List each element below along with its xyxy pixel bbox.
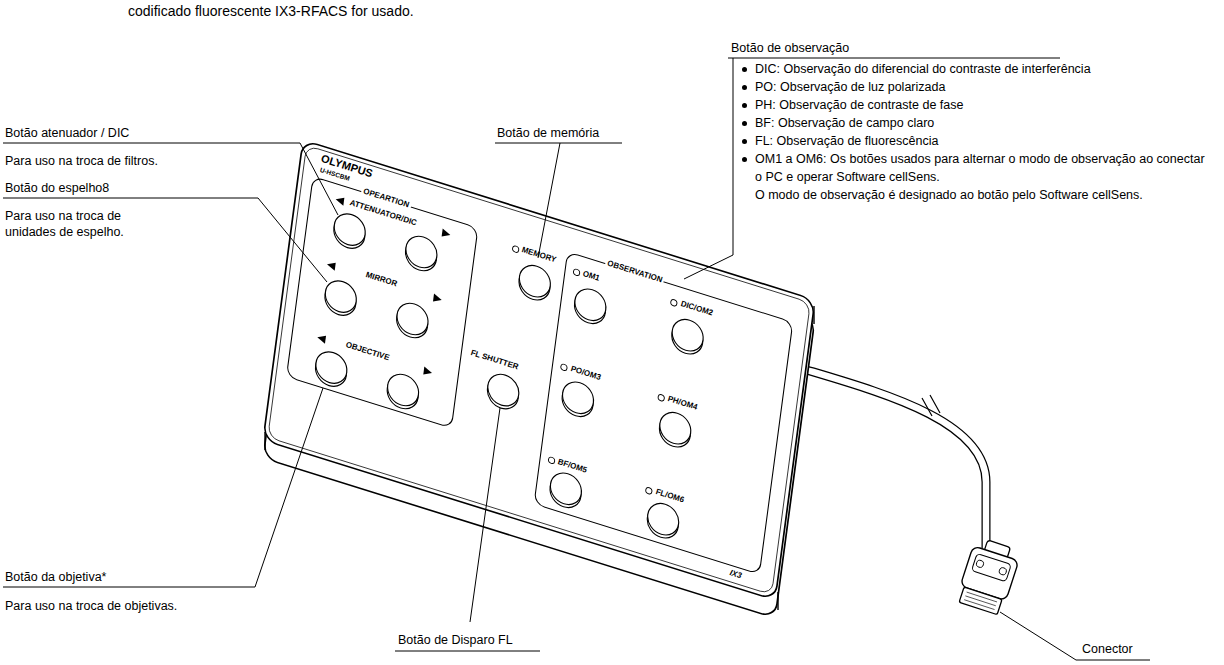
list-text: BF: Observação de campo claro [755, 116, 934, 130]
arrow-symbols [317, 195, 451, 377]
list-text: PO: Observação de luz polarizada [755, 80, 945, 94]
push-button [670, 315, 705, 355]
bullet [742, 103, 747, 108]
list-item: OM1 a OM6: Os botões usados para alterna… [738, 150, 1208, 186]
push-button [486, 370, 521, 410]
observation-list: DIC: Observação do diferencial do contra… [738, 60, 1208, 204]
cable-break [922, 395, 940, 416]
led-indicator [573, 268, 580, 276]
callout-text: codificado fluorescente IX3-RFACS for us… [128, 2, 528, 20]
led-indicator [658, 394, 665, 402]
device-label: FL/OM6 [654, 488, 684, 504]
push-button [549, 469, 584, 509]
push-button [404, 232, 439, 272]
callout-text: Botão de observação [731, 40, 1031, 56]
device-label: FL SHUTTER [470, 349, 520, 371]
push-button [518, 261, 553, 301]
bullet [742, 139, 747, 144]
device-label: PO/OM3 [569, 365, 601, 382]
device-label: BF/OM5 [557, 458, 588, 475]
connector [955, 536, 1022, 616]
observation-panel [534, 252, 793, 574]
list-text: O modo de observação é designado ao botã… [755, 188, 1143, 202]
list-text: DIC: Observação do diferencial do contra… [755, 62, 1091, 76]
operation-panel [286, 176, 477, 428]
list-item: DIC: Observação do diferencial do contra… [738, 60, 1208, 78]
list-item: FL: Observação de fluorescência [738, 132, 1208, 150]
cable [800, 368, 986, 548]
buttons [308, 191, 708, 542]
device-label: MEMORY [521, 246, 557, 264]
callout-text: Para uso na troca de unidades de espelho… [5, 208, 155, 241]
push-button [323, 277, 358, 317]
led-indicator [560, 363, 567, 371]
bullet [742, 121, 747, 126]
callout-text: Botão de Disparo FL [398, 632, 568, 648]
push-button [332, 210, 367, 250]
push-button [646, 499, 681, 539]
device-label: OM1 [582, 270, 601, 283]
bullet [742, 67, 747, 72]
list-item: PO: Observação de luz polarizada [738, 78, 1208, 96]
device-label: PH/OM4 [667, 395, 699, 412]
callout-text: Para uso na troca de filtros. [5, 153, 225, 169]
housing-top [263, 140, 815, 600]
device-label: MIRROR [364, 271, 397, 288]
callout-text: Botão da objetiva* [5, 569, 205, 585]
list-item: O modo de observação é designado ao botã… [738, 186, 1208, 204]
callout-text: Botão de memória [497, 125, 637, 141]
list-text: OM1 a OM6: Os botões usados para alterna… [755, 152, 1205, 184]
list-item: BF: Observação de campo claro [738, 114, 1208, 132]
callout-text: Botão atenuador / DIC [5, 125, 205, 141]
device-label: OBJECTIVE [344, 341, 390, 362]
push-button [561, 378, 596, 418]
leader-lines [3, 58, 1150, 660]
bullet [742, 157, 747, 162]
list-text: PH: Observação de contraste de fase [755, 98, 963, 112]
bullet [742, 85, 747, 90]
led-indicator [670, 299, 677, 307]
push-button [573, 285, 608, 325]
callout-text: Botão do espelho8 [5, 180, 205, 196]
callout-text: Para uso na troca de objetivas. [5, 598, 245, 614]
device-label: IX3 [729, 569, 743, 580]
push-button [395, 299, 430, 339]
led-indicator [645, 487, 652, 495]
callout-text: Conector [1082, 641, 1182, 657]
list-text: FL: Observação de fluorescência [755, 134, 938, 148]
cable [800, 368, 986, 548]
push-button [658, 408, 693, 448]
led-indicator [512, 245, 519, 253]
led-indicator [548, 456, 555, 464]
push-button [386, 370, 421, 410]
device-label: DIC/OM2 [679, 300, 713, 318]
device-label: OBSERVATION [604, 258, 666, 286]
push-button [314, 348, 349, 388]
list-item: PH: Observação de contraste de fase [738, 96, 1208, 114]
